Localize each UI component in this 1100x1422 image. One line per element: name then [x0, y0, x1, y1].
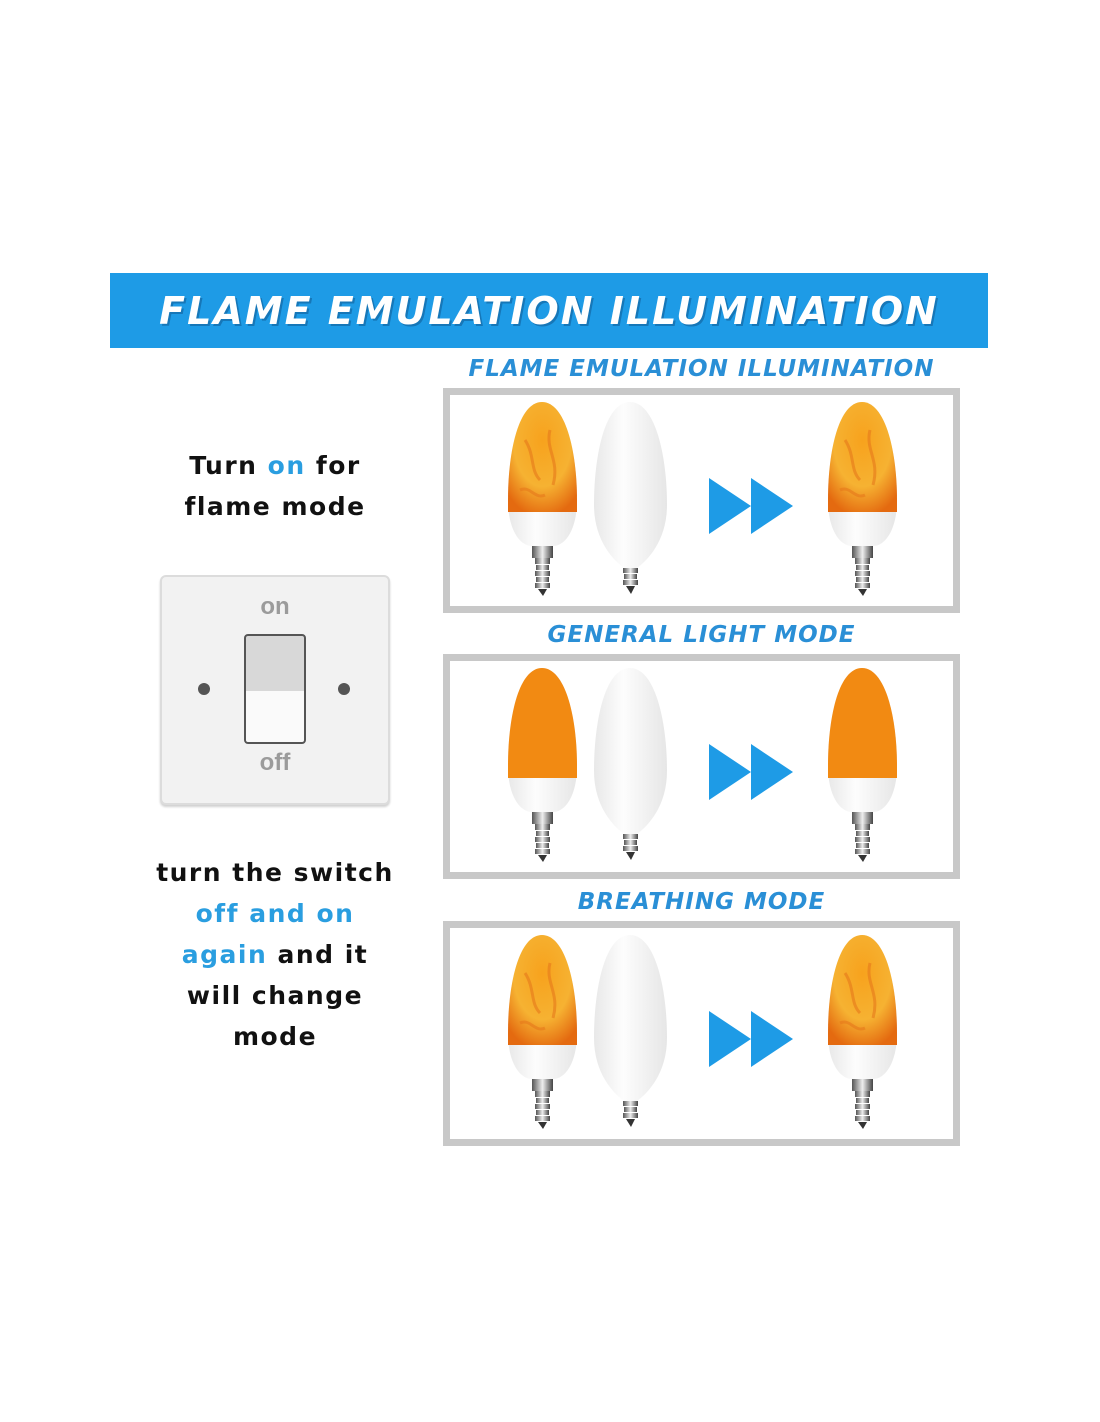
fast-forward-arrows-icon	[709, 478, 793, 534]
text-highlight: again	[181, 940, 268, 969]
switch-off-label: off	[259, 749, 291, 776]
text: Turn	[189, 451, 258, 480]
flame-bulb-icon	[508, 402, 577, 596]
orange-bulb-icon	[828, 668, 897, 862]
text-highlight: off and on	[195, 899, 355, 928]
mode-panel-breathing	[443, 921, 960, 1146]
fast-forward-arrows-icon	[709, 1011, 793, 1067]
banner-title: FLAME EMULATION ILLUMINATION	[159, 288, 939, 333]
title-banner: FLAME EMULATION ILLUMINATION	[110, 273, 988, 348]
white-bulb-icon	[594, 935, 667, 1127]
text: flame mode	[184, 492, 366, 521]
turn-on-instruction: Turn on for flame mode	[120, 445, 430, 527]
mode-panel-general	[443, 654, 960, 879]
orange-bulb-icon	[508, 668, 577, 862]
mode-title-breathing: BREATHING MODE	[577, 889, 826, 915]
mode-panel-flame	[443, 388, 960, 613]
fast-forward-arrows-icon	[709, 744, 793, 800]
white-bulb-icon	[594, 402, 667, 594]
flame-bulb-icon	[508, 935, 577, 1129]
mode-title-flame: FLAME EMULATION ILLUMINATION	[468, 356, 935, 382]
switch-on-label: on	[260, 593, 290, 620]
screw-dot	[198, 683, 210, 695]
text: will change	[186, 981, 364, 1010]
screw-dot	[338, 683, 350, 695]
light-switch: on off	[160, 575, 390, 805]
mode-title-general: GENERAL LIGHT MODE	[547, 622, 856, 648]
text: and it	[277, 940, 369, 969]
flame-bulb-icon	[828, 935, 897, 1129]
text: turn the switch	[156, 858, 394, 887]
change-mode-instruction: turn the switch off and on again and it …	[120, 852, 430, 1057]
text: mode	[232, 1022, 318, 1051]
text-highlight: on	[267, 451, 306, 480]
text: for	[315, 451, 361, 480]
white-bulb-icon	[594, 668, 667, 860]
switch-rocker	[244, 634, 306, 744]
flame-bulb-icon	[828, 402, 897, 596]
